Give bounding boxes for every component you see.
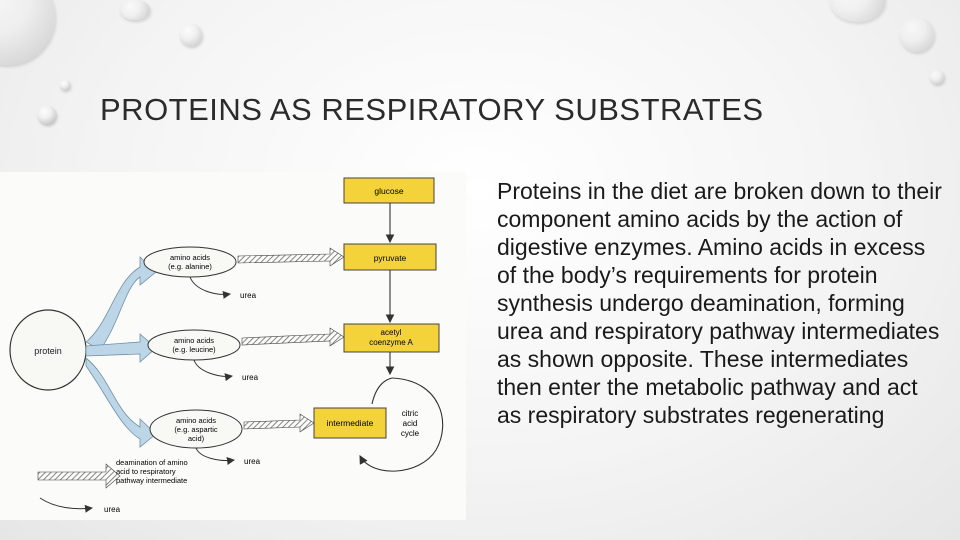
amino-acid-label: amino acids (170, 253, 210, 262)
coenzyme-label: coenzyme A (369, 338, 413, 347)
citric-cycle-loop (359, 377, 444, 472)
branch-arrow-2 (85, 333, 157, 363)
legend-text: deamination of amino (116, 458, 188, 467)
deamination-arrow (243, 413, 315, 433)
urea-label: urea (244, 457, 261, 466)
branch-arrow-1 (85, 256, 157, 351)
glucose-label: glucose (374, 186, 404, 196)
legend-urea-arrow (39, 497, 93, 513)
acetyl-coa-box (343, 323, 440, 353)
legend-text: acid to respiratory (116, 467, 176, 476)
decor-bubble (830, 0, 885, 22)
decor-bubble (900, 18, 934, 52)
decor-bubble (930, 70, 944, 84)
decor-bubble (120, 0, 150, 20)
amino-acid-example: (e.g. alanine) (168, 262, 212, 271)
decor-bubble (0, 0, 55, 65)
urea-label: urea (242, 373, 259, 382)
urea-arrow (193, 359, 233, 382)
branch-arrow-3 (85, 357, 157, 448)
amino-acid-label: amino acids (174, 336, 214, 345)
amino-acid-label: amino acids (176, 416, 216, 425)
acetyl-label: acetyl (381, 328, 402, 337)
amino-acid-example: (e.g. aspartic (174, 425, 218, 434)
pyruvate-box (343, 243, 437, 271)
urea-label: urea (240, 291, 257, 300)
protein-label: protein (34, 346, 62, 356)
amino-acid-example: acid) (188, 434, 205, 443)
citric-label: citric (402, 409, 418, 418)
intermediate-box (313, 407, 387, 439)
deamination-arrow (241, 327, 345, 347)
urea-arrow (195, 447, 235, 465)
deamination-arrow (237, 247, 345, 267)
glucose-box (343, 177, 435, 204)
decor-bubble (60, 80, 70, 90)
decor-bubble (38, 106, 56, 124)
legend-hatched-arrow (37, 463, 121, 489)
slide-title: PROTEINS AS RESPIRATORY SUBSTRATES (100, 92, 764, 127)
urea-arrow (189, 276, 231, 299)
intermediate-label: intermediate (327, 418, 374, 428)
slide-body-text: Proteins in the diet are broken down to … (497, 178, 942, 428)
acid-label: acid (403, 419, 418, 428)
amino-acid-example: (e.g. leucine) (172, 345, 216, 354)
legend-text: pathway intermediate (116, 476, 187, 485)
legend-urea-label: urea (104, 505, 121, 514)
pyruvate-label: pyruvate (374, 253, 407, 263)
protein-metabolism-diagram: protein amino acids (e.g. alanine) amino… (0, 172, 466, 520)
decor-bubble (180, 24, 202, 46)
citric-cycle-loop (371, 377, 393, 405)
cycle-label: cycle (401, 429, 420, 438)
